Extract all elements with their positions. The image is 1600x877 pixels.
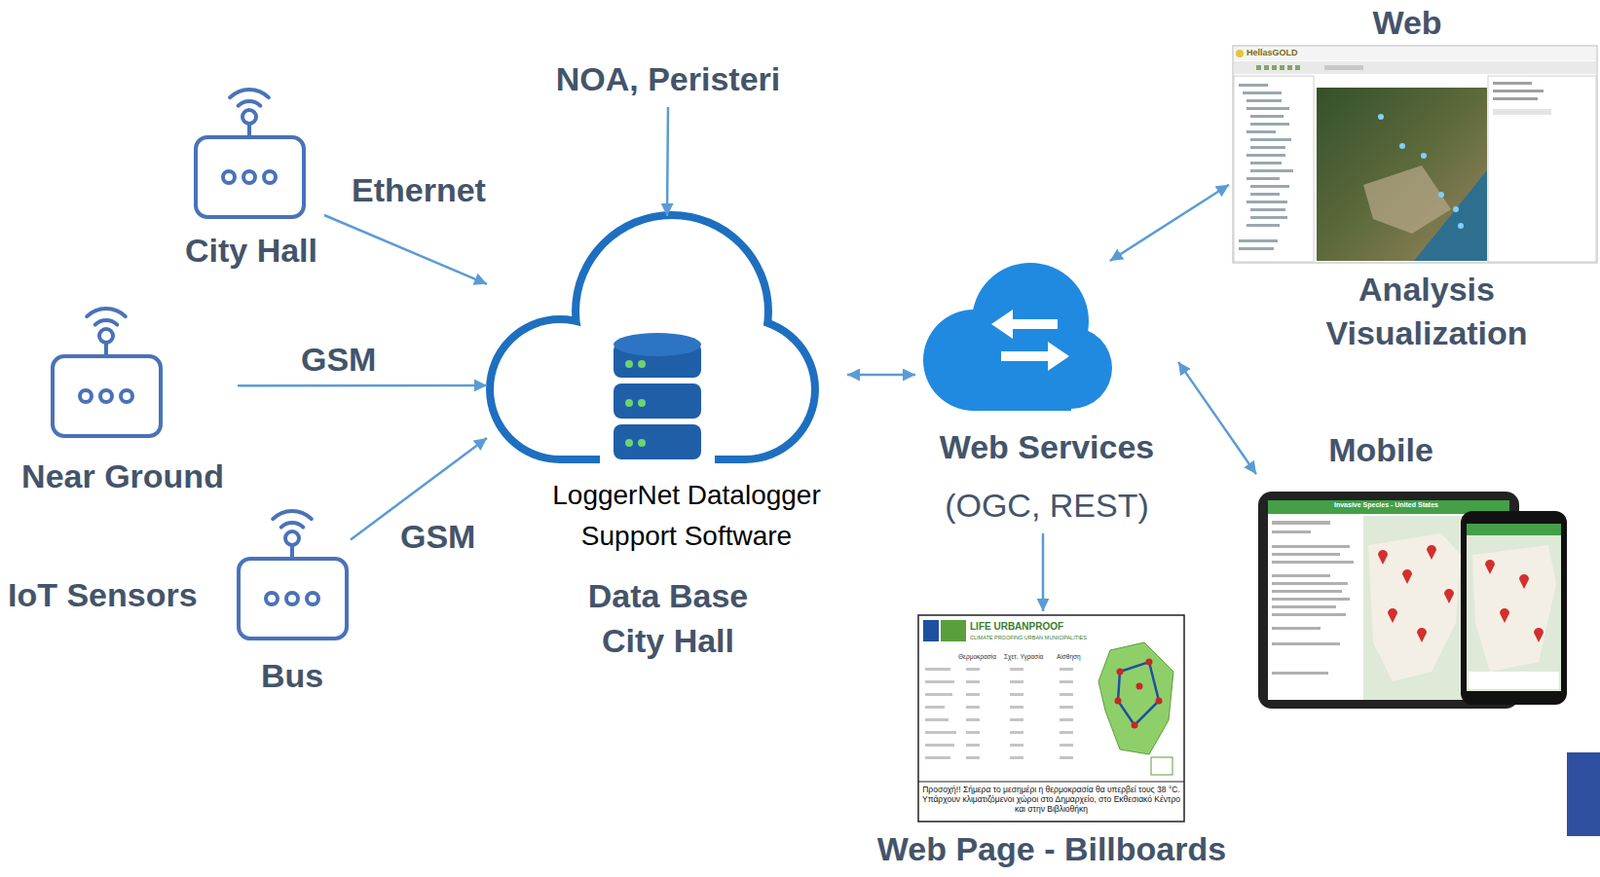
service-node: Web Services (OGC, REST) xyxy=(915,260,1179,534)
node-text: (OGC, REST) xyxy=(915,486,1179,525)
warning-note: Προσοχή!! Σήμερα το μεσημέρι η θερμοκρασ… xyxy=(922,784,1181,816)
edge-label: Ethernet xyxy=(351,171,486,210)
mobile-node: Mobile xyxy=(1256,426,1573,711)
connector-arrow xyxy=(1110,185,1229,261)
billboard-node: Web Page - Billboards xyxy=(856,611,1247,871)
edge-label: GSM xyxy=(300,340,376,379)
connector-arrow xyxy=(237,384,487,388)
project-subtitle: CLIMATE PROOFING URBAN MUNICIPALITIES xyxy=(969,634,1097,642)
table-header: Σχετ. Υγρασία xyxy=(1004,653,1055,662)
node-text: Web xyxy=(1228,3,1586,42)
connector-arrow xyxy=(324,215,487,285)
table-header: Θερμοκρασία xyxy=(958,653,1004,662)
edge-label: GSM xyxy=(400,518,476,557)
node-text: LoggerNet Datalogger Support Software xyxy=(525,475,848,558)
router-node: Near Ground xyxy=(7,297,238,504)
connector-arrow xyxy=(1178,362,1257,475)
logo-text: HellasGOLD xyxy=(1246,47,1335,59)
router-icon xyxy=(195,89,304,218)
router-node: City Hall xyxy=(178,82,325,278)
node-text: City Hall xyxy=(178,231,325,270)
node-text: Web Services xyxy=(915,428,1179,467)
node-text: NOA, Peristeri xyxy=(541,60,795,99)
node-text: Mobile xyxy=(1302,431,1459,470)
connector-arrow xyxy=(847,373,916,377)
connector-arrow xyxy=(667,107,669,217)
node-text: Analysis Visualization xyxy=(1295,267,1559,356)
router-icon xyxy=(238,511,347,639)
node-text: Web Page - Billboards xyxy=(856,830,1247,869)
connector-arrow xyxy=(1041,533,1045,612)
mobile-devices xyxy=(1258,491,1567,709)
web-screenshot xyxy=(1232,45,1598,263)
node-text: Data Base City Hall xyxy=(570,574,766,665)
source-node: NOA, Peristeri xyxy=(541,56,795,108)
node-text: IoT Sensors xyxy=(7,576,218,615)
node-text: Bus xyxy=(233,657,351,696)
billboard-page xyxy=(918,615,1185,822)
node-text: Near Ground xyxy=(7,457,238,496)
table-header: Αίσθηση xyxy=(1056,653,1096,662)
corner-bar xyxy=(1566,752,1600,837)
project-title: LIFE URBANPROOF xyxy=(969,621,1097,633)
screen-title: Invasive Species - United States xyxy=(1334,501,1459,510)
database-cloud xyxy=(485,211,819,468)
database-node: LoggerNet Datalogger Support SoftwareDat… xyxy=(486,216,848,670)
router-icon xyxy=(52,308,161,437)
router-node: IoT SensorsBus xyxy=(7,506,351,705)
web-services-cloud xyxy=(923,262,1113,411)
